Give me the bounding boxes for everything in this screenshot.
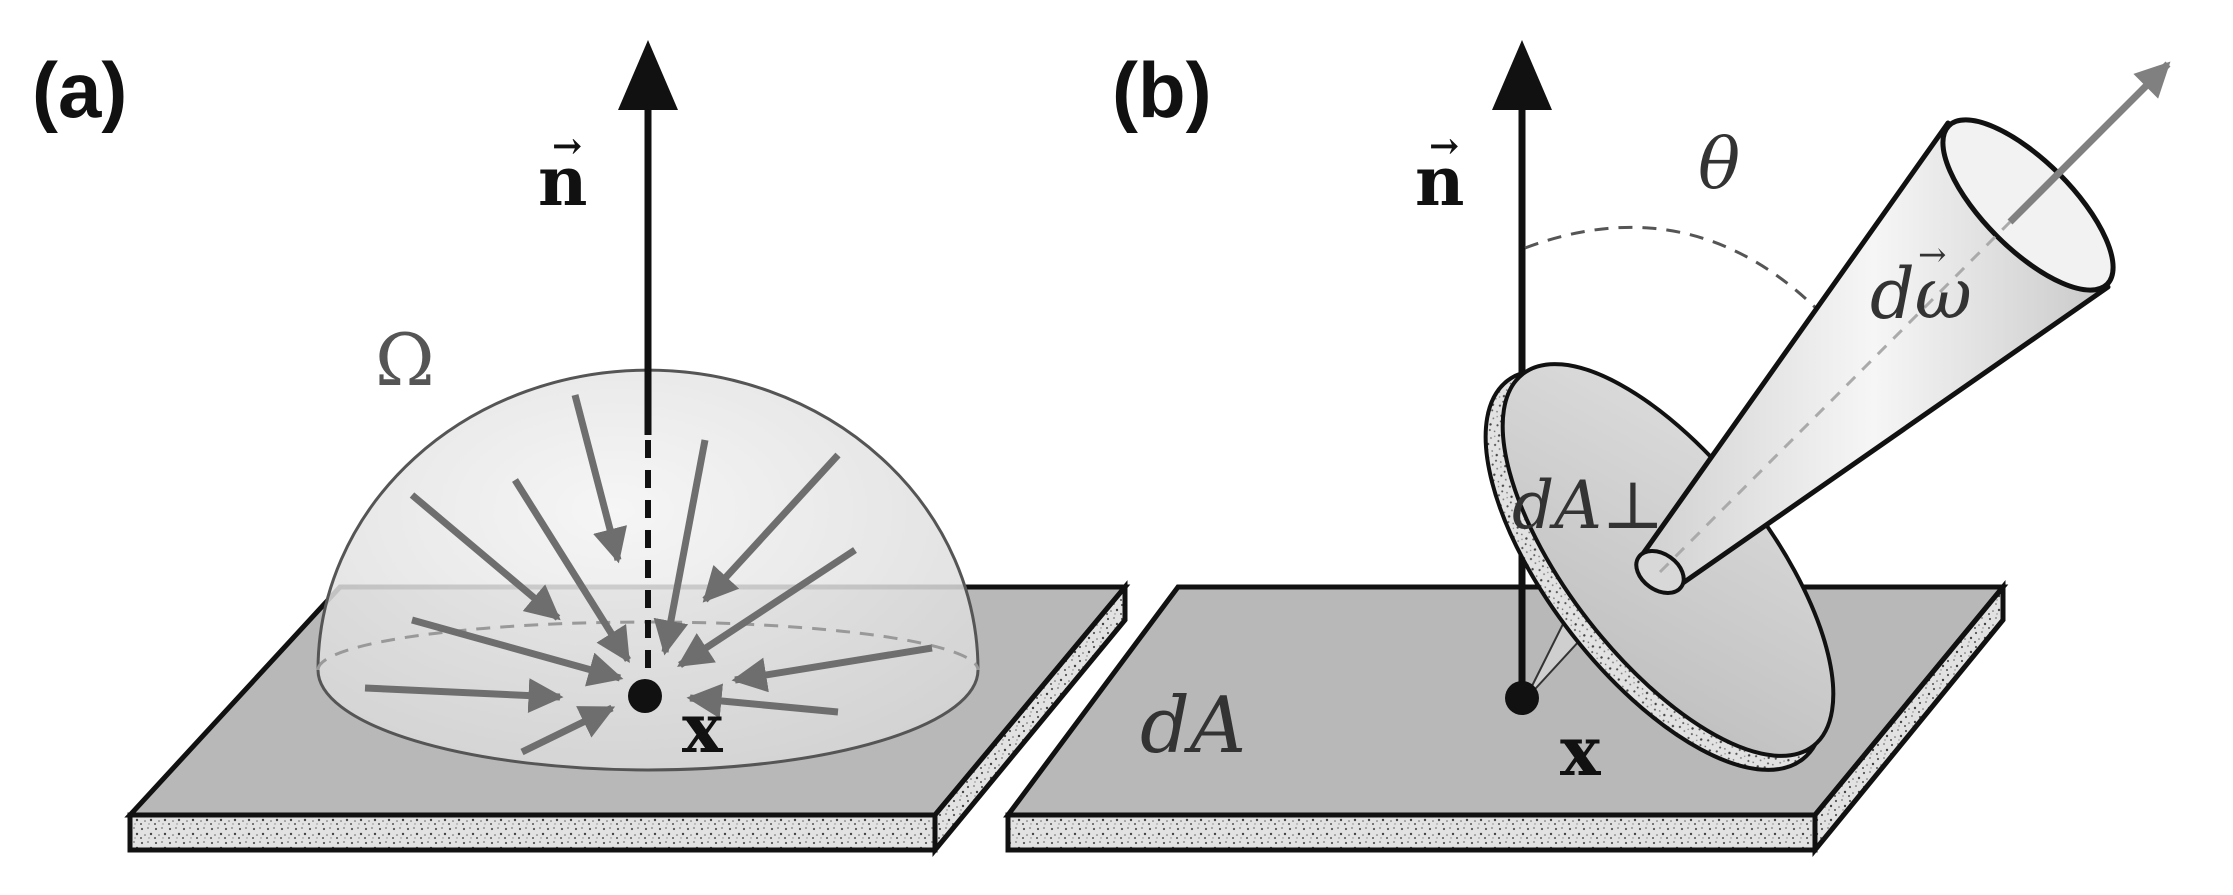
incoming-arrow [653, 439, 709, 656]
area-label: dA [1140, 681, 1246, 771]
point-x-b [1505, 681, 1539, 715]
incoming-arrow [702, 452, 841, 603]
normal-arrow-head-a [618, 40, 678, 110]
point-label-b: x [1560, 712, 1601, 792]
normal-vector-a [618, 40, 678, 690]
incoming-light-arrows [364, 394, 933, 756]
angle-label: θ [1698, 123, 1740, 205]
incoming-arrow [409, 492, 561, 621]
svg-text:n: n [1415, 142, 1464, 222]
incoming-arrow [411, 616, 624, 687]
incoming-arrow [571, 394, 627, 564]
panel-b: (b) dA n → θ dA⊥ [1003, 40, 2171, 858]
hemisphere-label: Ω [375, 318, 435, 402]
solid-angle-label: dω [1870, 253, 1972, 335]
incoming-arrow [512, 478, 631, 663]
cone-axis-dashed [1658, 220, 2012, 574]
normal-arrow-head-b [1492, 40, 1552, 110]
incoming-arrow [677, 547, 857, 668]
svg-text:n: n [538, 142, 587, 222]
plate-front-edge-b [1005, 812, 1818, 853]
incoming-arrow [520, 704, 616, 756]
vector-arrow-glyph: → [1429, 125, 1459, 167]
point-label-a: x [682, 689, 723, 769]
normal-label-a: n → [538, 125, 587, 222]
outgoing-direction-arrow [2007, 61, 2171, 225]
plate-front-edge-a [127, 812, 938, 853]
plate-side-edge-b [1812, 580, 2006, 858]
vector-arrow-glyph: → [552, 125, 582, 167]
point-x-a [628, 679, 662, 713]
vector-arrow-glyph: → [1918, 235, 1947, 275]
panel-b-label: (b) [1112, 46, 1212, 134]
plate-side-edge-a [932, 580, 1128, 857]
incoming-arrow [364, 678, 564, 714]
incoming-arrow [686, 683, 839, 719]
panel-a-label: (a) [32, 46, 127, 134]
normal-label-b: n → [1415, 125, 1464, 222]
panel-a: (a) [32, 40, 1131, 857]
projected-area-label: dA⊥ [1512, 467, 1664, 544]
incoming-arrow [731, 644, 933, 693]
